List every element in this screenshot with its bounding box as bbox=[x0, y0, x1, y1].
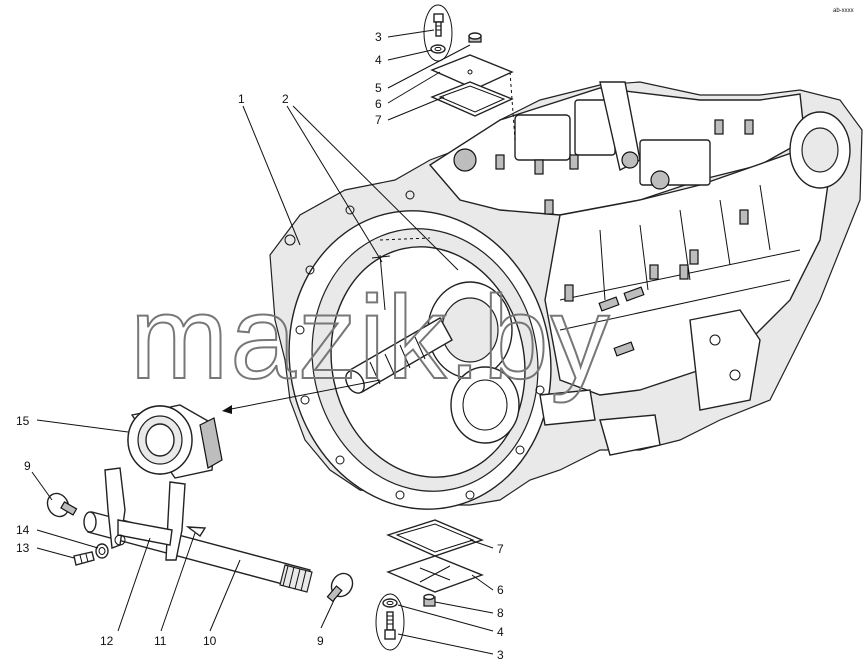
arrow-head bbox=[222, 405, 232, 414]
washer-part-4-top bbox=[430, 44, 446, 54]
bolt-part-3-top bbox=[433, 13, 444, 37]
callout-14: 14 bbox=[16, 523, 30, 537]
callout-6-top: 6 bbox=[375, 97, 382, 111]
callout-12: 12 bbox=[100, 634, 114, 648]
washer-part-4-bottom bbox=[382, 598, 398, 608]
callout-frame-top bbox=[423, 4, 453, 62]
callout-15: 15 bbox=[16, 414, 30, 428]
bolt-part-3-bottom bbox=[384, 611, 396, 640]
gasket-part-7-top bbox=[430, 81, 514, 117]
input-shaft bbox=[345, 317, 453, 394]
callout-6-bottom: 6 bbox=[497, 583, 504, 597]
corner-mark: ab-xxxx bbox=[833, 8, 854, 14]
callout-frame-bottom bbox=[375, 593, 405, 651]
grease-fitting-part-9-bottom bbox=[326, 572, 354, 603]
callout-7-bottom: 7 bbox=[497, 542, 504, 556]
callout-8: 8 bbox=[497, 606, 504, 620]
key-part-11 bbox=[185, 526, 207, 538]
cover-part-6-bottom bbox=[386, 555, 484, 593]
plug-part-8 bbox=[423, 593, 436, 607]
gearbox-assembly bbox=[269, 71, 863, 510]
callout-11: 11 bbox=[154, 634, 167, 648]
release-fork-part-12 bbox=[104, 467, 186, 561]
callout-13: 13 bbox=[16, 541, 30, 555]
assembly-arrow bbox=[225, 379, 381, 411]
leader-lines bbox=[31, 29, 494, 655]
callout-9-bottom: 9 bbox=[317, 634, 324, 648]
washer-part-14 bbox=[95, 543, 109, 559]
bolt-part-13 bbox=[73, 551, 95, 566]
callout-3-top: 3 bbox=[375, 30, 382, 44]
callout-9-left: 9 bbox=[24, 459, 31, 473]
grease-fitting-part-9-left bbox=[46, 492, 78, 518]
callout-1: 1 bbox=[238, 92, 245, 106]
callout-5: 5 bbox=[375, 81, 382, 95]
plug-part-5 bbox=[468, 32, 482, 43]
callout-4-top: 4 bbox=[375, 53, 382, 67]
cover-part-6-top bbox=[430, 54, 514, 90]
watermark: mazik.by bbox=[130, 272, 612, 404]
callout-3-bottom: 3 bbox=[497, 648, 504, 662]
callout-2: 2 bbox=[282, 92, 289, 106]
callout-10: 10 bbox=[203, 634, 217, 648]
callout-4-bottom: 4 bbox=[497, 625, 504, 639]
callout-7-top: 7 bbox=[375, 113, 382, 127]
gasket-part-7-bottom bbox=[386, 519, 484, 557]
release-bearing-part-15 bbox=[127, 404, 223, 479]
